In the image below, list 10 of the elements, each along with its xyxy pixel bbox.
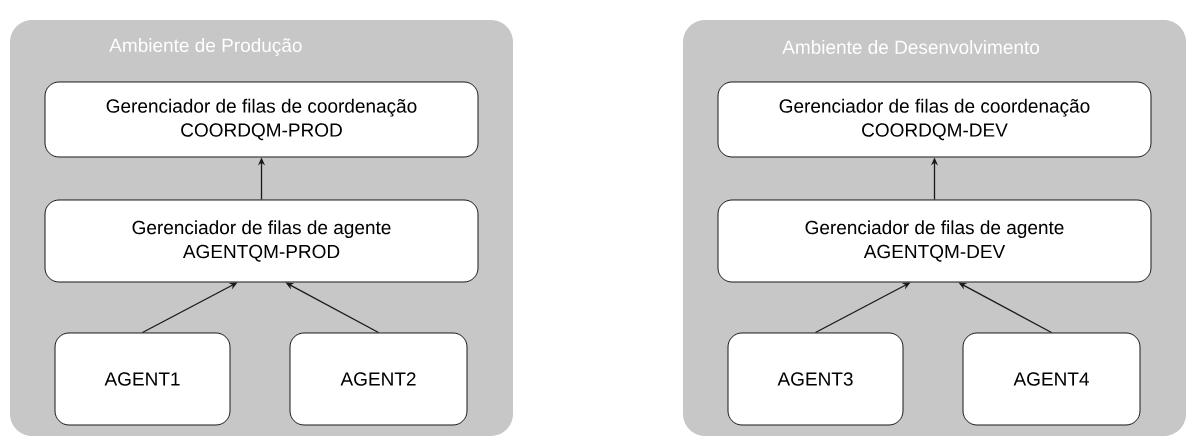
queue-manager-box: Gerenciador de filas de agente AGENTQM-PROD	[44, 199, 479, 283]
queue-manager-box: Gerenciador de filas de coordenação COORDQM-PROD	[44, 81, 479, 158]
panel-title: Ambiente de Desenvolvimento	[782, 40, 1040, 54]
agent-box: AGENT4	[962, 332, 1141, 426]
panel-title: Ambiente de Produção	[109, 38, 302, 56]
agent-box: AGENT3	[727, 332, 904, 426]
agent-box: AGENT2	[289, 332, 468, 426]
queue-manager-box: Gerenciador de filas de coordenação COORDQM-DEV	[717, 81, 1152, 158]
queue-manager-box: Gerenciador de filas de agente AGENTQM-DEV	[717, 199, 1152, 283]
agent-box: AGENT1	[54, 332, 231, 426]
